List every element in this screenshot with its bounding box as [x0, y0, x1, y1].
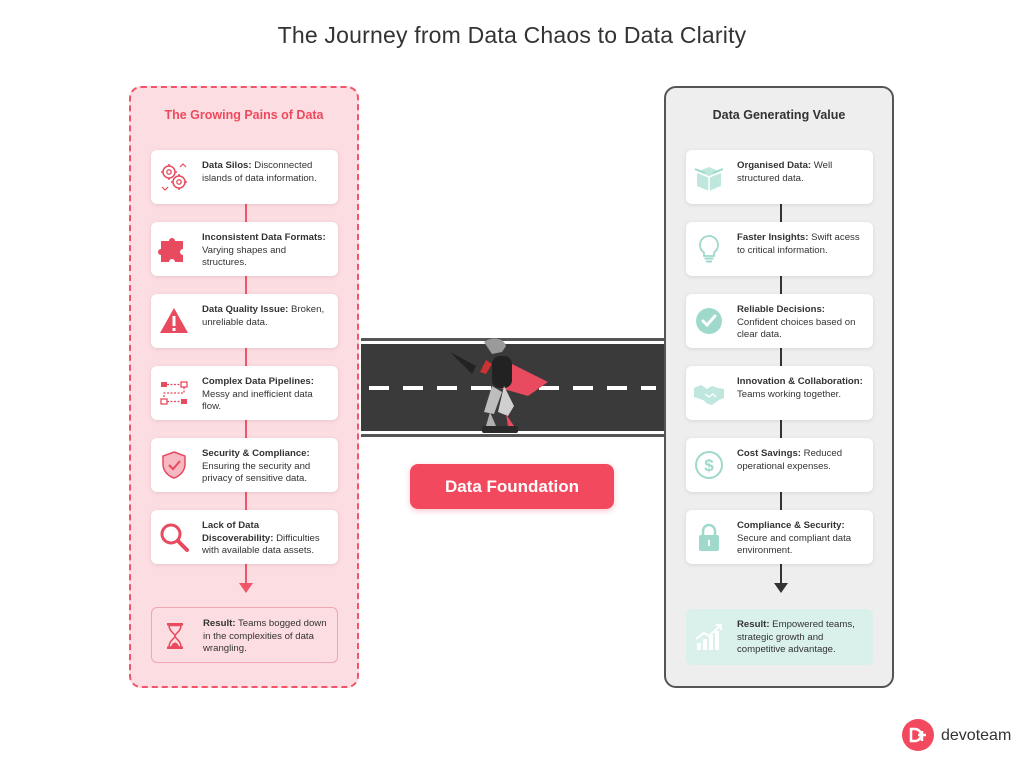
page-title: The Journey from Data Chaos to Data Clar…	[277, 22, 747, 48]
data-value-panel: Data Generating Value Organised Data: We…	[664, 86, 894, 688]
item-title: Lack of Data Discoverability:	[202, 520, 274, 544]
item-description: Messy and inefficient data flow.	[202, 388, 313, 413]
data-foundation-label: Data Foundation	[410, 464, 614, 509]
card-complex-pipelines: Complex Data Pipelines: Messy and ineffi…	[151, 366, 338, 420]
svg-text:$: $	[704, 456, 714, 475]
card-inconsistent-formats: Inconsistent Data Formats: Varying shape…	[151, 222, 338, 276]
item-description: Teams working together.	[737, 388, 841, 400]
item-description: Well structured data.	[737, 160, 833, 184]
card-faster-insights: Faster Insights: Swift acess to critical…	[686, 222, 873, 276]
pipeline-icon	[160, 381, 188, 405]
gears-icon	[161, 163, 187, 191]
lightbulb-icon	[699, 235, 719, 263]
box-icon	[694, 167, 724, 191]
card-discoverability: Lack of Data Discoverability: Difficulti…	[151, 510, 338, 564]
warning-icon	[160, 308, 188, 333]
item-title: Cost Savings:	[737, 448, 801, 459]
item-title: Complex Data Pipelines:	[202, 376, 314, 387]
card-organised-data: Organised Data: Well structured data.	[686, 150, 873, 204]
devoteam-logo-icon	[902, 719, 934, 751]
item-title: Compliance & Security:	[737, 520, 845, 531]
running-person-illustration	[450, 338, 548, 433]
right-arrow-down-icon	[774, 583, 788, 593]
item-title: Inconsistent Data Formats:	[202, 232, 326, 243]
card-right-result: Result: Empowered teams, strategic growt…	[686, 609, 873, 665]
card-left-result: Result: Teams bogged down in the complex…	[151, 607, 338, 663]
card-cost-savings: $ Cost Savings: Reduced operational expe…	[686, 438, 873, 492]
left-arrow-down-icon	[239, 583, 253, 593]
check-icon	[696, 308, 722, 334]
card-data-silos: Data Silos: Disconnected islands of data…	[151, 150, 338, 204]
item-title: Data Silos:	[202, 160, 252, 171]
card-data-quality: Data Quality Issue: Broken, unreliable d…	[151, 294, 338, 348]
card-innovation-collaboration: Innovation & Collaboration: Teams workin…	[686, 366, 873, 420]
item-description: Difficulties with available data assets.	[202, 532, 320, 557]
result-description: Teams bogged down in the complexities of…	[203, 618, 327, 654]
item-description: Secure and compliant data environment.	[737, 532, 852, 557]
item-title: Faster Insights:	[737, 232, 809, 243]
padlock-icon	[699, 523, 719, 551]
growing-pains-panel: The Growing Pains of Data Data Silos: Di…	[129, 86, 359, 688]
magnifier-icon	[160, 523, 189, 552]
item-description: Disconnected islands of data information…	[202, 160, 317, 184]
growth-chart-icon	[695, 624, 722, 650]
item-title: Organised Data:	[737, 160, 812, 171]
item-description: Reduced operational expenses.	[737, 448, 843, 472]
data-value-heading: Data Generating Value	[712, 108, 846, 122]
item-description: Confident choices based on clear data.	[737, 316, 856, 341]
item-title: Innovation & Collaboration:	[737, 376, 863, 387]
item-description: Ensuring the security and privacy of sen…	[202, 460, 311, 485]
result-title: Result:	[737, 619, 770, 630]
item-title: Data Quality Issue:	[202, 304, 289, 315]
card-security-compliance: Security & Compliance: Ensuring the secu…	[151, 438, 338, 492]
item-title: Security & Compliance:	[202, 448, 310, 459]
result-description: Empowered teams, strategic growth and co…	[737, 619, 855, 655]
handshake-icon	[694, 385, 724, 405]
puzzle-icon	[158, 238, 183, 262]
shield-icon	[162, 451, 186, 479]
item-description: Swift acess to critical information.	[737, 232, 860, 256]
card-compliance-security: Compliance & Security: Secure and compli…	[686, 510, 873, 564]
growing-pains-heading: The Growing Pains of Data	[164, 108, 324, 122]
item-description: Varying shapes and structures.	[202, 244, 287, 269]
item-title: Reliable Decisions:	[737, 304, 825, 315]
brand-name: devoteam	[941, 727, 1012, 744]
dollar-icon: $	[695, 451, 723, 479]
result-title: Result:	[203, 618, 236, 629]
hourglass-icon	[167, 623, 183, 649]
card-reliable-decisions: Reliable Decisions: Confident choices ba…	[686, 294, 873, 348]
item-description: Broken, unreliable data.	[202, 304, 325, 328]
